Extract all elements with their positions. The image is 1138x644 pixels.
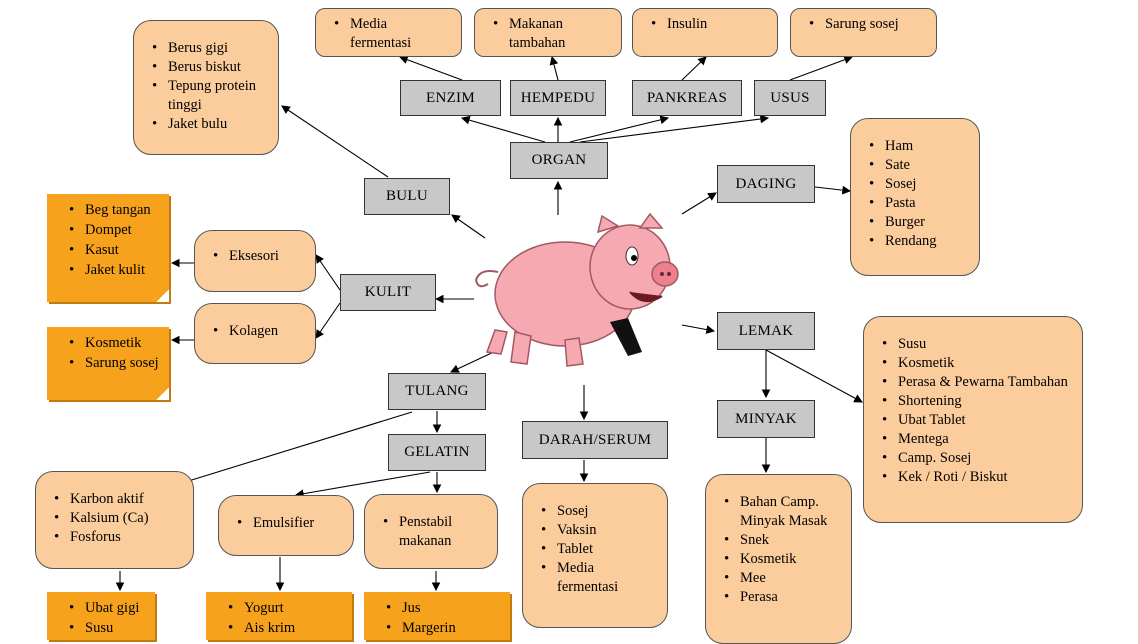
list-item: Sosej bbox=[541, 502, 657, 521]
list-item: Tepung protein tinggi bbox=[152, 77, 268, 115]
list-item: Rendang bbox=[869, 232, 969, 251]
list-item: Perasa bbox=[724, 588, 841, 607]
list-item: Fosforus bbox=[54, 528, 183, 547]
enzim-products: Media fermentasi bbox=[315, 8, 462, 57]
kulit-eksesori: Eksesori bbox=[194, 230, 316, 292]
darah-products: Sosej Vaksin Tablet Media fermentasi bbox=[522, 483, 668, 628]
organ-pankreas: PANKREAS bbox=[632, 80, 742, 116]
list-item: Jus bbox=[386, 598, 502, 618]
list-item: Kasut bbox=[69, 240, 161, 260]
list-item: Margerin bbox=[386, 618, 502, 638]
lemak-products: Susu Kosmetik Perasa & Pewarna Tambahan … bbox=[863, 316, 1083, 523]
list-item: Ubat Tablet bbox=[882, 411, 1072, 430]
list-item: Ubat gigi bbox=[69, 598, 147, 618]
list-item: Eksesori bbox=[213, 247, 305, 266]
list-item: Berus biskut bbox=[152, 58, 268, 77]
list-item: Perasa & Pewarna Tambahan bbox=[882, 373, 1072, 392]
pankreas-products: Insulin bbox=[632, 8, 778, 57]
list-item: Emulsifier bbox=[237, 514, 343, 533]
list-item: Ham bbox=[869, 137, 969, 156]
list-item: Yogurt bbox=[228, 598, 344, 618]
list-item: Media fermentasi bbox=[334, 15, 451, 53]
tulang-sub-products: Ubat gigi Susu bbox=[47, 592, 155, 640]
list-item: Berus gigi bbox=[152, 39, 268, 58]
list-item: Ais krim bbox=[228, 618, 344, 638]
list-item: Sate bbox=[869, 156, 969, 175]
list-item: Susu bbox=[69, 618, 147, 638]
list-item: Shortening bbox=[882, 392, 1072, 411]
list-item: Penstabil makanan bbox=[383, 513, 487, 551]
minyak-products: Bahan Camp. Minyak Masak Snek Kosmetik M… bbox=[705, 474, 852, 644]
hub-gelatin: GELATIN bbox=[388, 434, 486, 471]
hub-kulit: KULIT bbox=[340, 274, 436, 311]
list-item: Beg tangan bbox=[69, 200, 161, 220]
hub-bulu: BULU bbox=[364, 178, 450, 215]
pig-icon bbox=[474, 212, 679, 367]
gelatin-emulsifier: Emulsifier bbox=[218, 495, 354, 556]
list-item: Sosej bbox=[869, 175, 969, 194]
list-item: Kosmetik bbox=[882, 354, 1072, 373]
list-item: Bahan Camp. Minyak Masak bbox=[724, 493, 841, 531]
usus-products: Sarung sosej bbox=[790, 8, 937, 57]
hub-tulang: TULANG bbox=[388, 373, 486, 410]
list-item: Kalsium (Ca) bbox=[54, 509, 183, 528]
kulit-kolagen: Kolagen bbox=[194, 303, 316, 364]
penstabil-sub-products: Jus Margerin bbox=[364, 592, 510, 640]
list-item: Kek / Roti / Biskut bbox=[882, 468, 1072, 487]
list-item: Insulin bbox=[651, 15, 767, 34]
hub-minyak: MINYAK bbox=[717, 400, 815, 438]
kolagen-products: Kosmetik Sarung sosej bbox=[47, 327, 169, 400]
list-item: Media fermentasi bbox=[541, 559, 657, 597]
list-item: Kolagen bbox=[213, 322, 305, 341]
emulsifier-sub-products: Yogurt Ais krim bbox=[206, 592, 352, 640]
hub-lemak: LEMAK bbox=[717, 312, 815, 350]
gelatin-penstabil: Penstabil makanan bbox=[364, 494, 498, 569]
hub-organ: ORGAN bbox=[510, 142, 608, 179]
list-item: Kosmetik bbox=[69, 333, 161, 353]
list-item: Burger bbox=[869, 213, 969, 232]
list-item: Karbon aktif bbox=[54, 490, 183, 509]
organ-usus: USUS bbox=[754, 80, 826, 116]
hempedu-products: Makanan tambahan bbox=[474, 8, 622, 57]
list-item: Kosmetik bbox=[724, 550, 841, 569]
list-item: Mee bbox=[724, 569, 841, 588]
organ-enzim: ENZIM bbox=[400, 80, 501, 116]
list-item: Sarung sosej bbox=[69, 353, 161, 373]
list-item: Snek bbox=[724, 531, 841, 550]
list-item: Makanan tambahan bbox=[493, 15, 611, 53]
list-item: Mentega bbox=[882, 430, 1072, 449]
connector-lines bbox=[115, 55, 863, 592]
hub-darah: DARAH/SERUM bbox=[522, 421, 668, 459]
list-item: Jaket bulu bbox=[152, 115, 268, 134]
list-item: Pasta bbox=[869, 194, 969, 213]
list-item: Camp. Sosej bbox=[882, 449, 1072, 468]
list-item: Susu bbox=[882, 335, 1072, 354]
list-item: Sarung sosej bbox=[809, 15, 926, 34]
hub-daging: DAGING bbox=[717, 165, 815, 203]
bulu-products: Berus gigi Berus biskut Tepung protein t… bbox=[133, 20, 279, 155]
list-item: Jaket kulit bbox=[69, 260, 161, 280]
list-item: Tablet bbox=[541, 540, 657, 559]
organ-hempedu: HEMPEDU bbox=[510, 80, 606, 116]
list-item: Vaksin bbox=[541, 521, 657, 540]
daging-products: Ham Sate Sosej Pasta Burger Rendang bbox=[850, 118, 980, 276]
list-item: Dompet bbox=[69, 220, 161, 240]
tulang-products: Karbon aktif Kalsium (Ca) Fosforus bbox=[35, 471, 194, 569]
eksesori-products: Beg tangan Dompet Kasut Jaket kulit bbox=[47, 194, 169, 302]
